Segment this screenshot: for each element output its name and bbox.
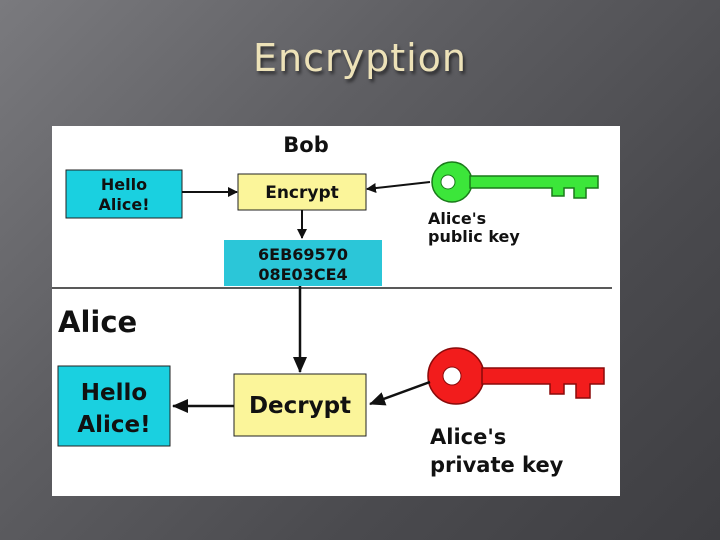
private-key-icon xyxy=(427,347,605,405)
sender-plaintext-line1: Hello xyxy=(101,175,147,194)
encrypt-label: Encrypt xyxy=(265,183,339,203)
private-key-label-line2: private key xyxy=(430,453,564,477)
decrypt-label: Decrypt xyxy=(249,393,351,419)
diagram-canvas: Bob Hello Alice! Encrypt Alice's public … xyxy=(52,133,612,477)
arrow-public-key-to-encrypt xyxy=(366,181,431,193)
public-key-label-line2: public key xyxy=(428,227,520,246)
receiver-plaintext-box: Hello Alice! xyxy=(57,365,171,447)
public-key-label-line1: Alice's xyxy=(428,209,486,228)
receiver-plaintext-line2: Alice! xyxy=(77,412,150,438)
private-key-label-line1: Alice's xyxy=(430,425,506,449)
sender-plaintext-box: Hello Alice! xyxy=(65,169,183,219)
sender-plaintext-line2: Alice! xyxy=(99,195,150,214)
ciphertext-line1: 6EB69570 xyxy=(258,245,348,264)
slide-title: Encryption xyxy=(252,36,467,80)
receiver-label: Alice xyxy=(58,305,137,339)
ciphertext-box: 6EB69570 08E03CE4 xyxy=(224,240,382,286)
arrow-private-key-to-decrypt xyxy=(369,380,431,406)
encryption-diagram: Bob Hello Alice! Encrypt Alice's public … xyxy=(52,126,620,496)
sender-label: Bob xyxy=(283,133,328,157)
decrypt-box: Decrypt xyxy=(233,373,367,437)
public-key-icon xyxy=(431,161,599,203)
ciphertext-line2: 08E03CE4 xyxy=(258,265,347,284)
encrypt-box: Encrypt xyxy=(237,173,367,211)
receiver-plaintext-line1: Hello xyxy=(81,380,147,406)
